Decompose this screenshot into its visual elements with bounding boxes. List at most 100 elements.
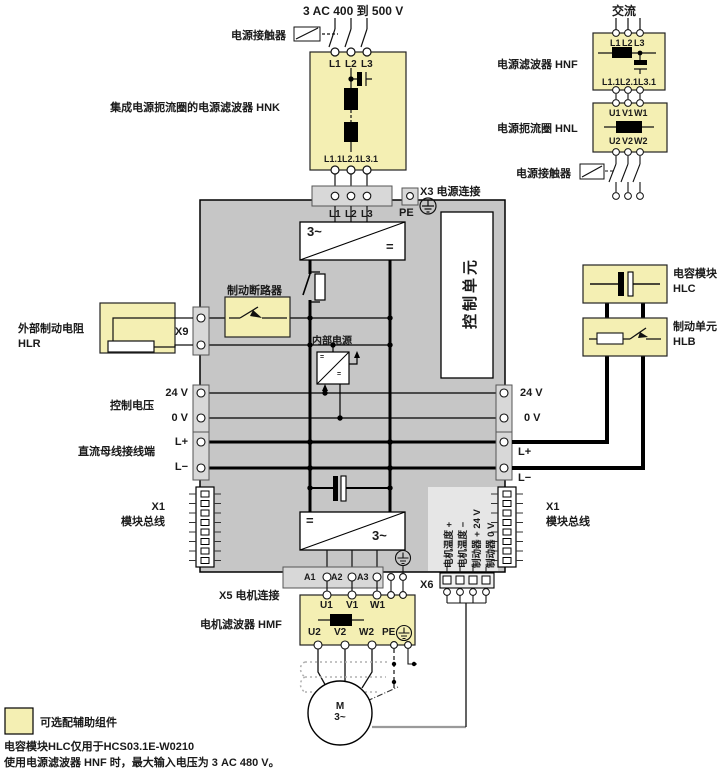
a-terminal: A1 xyxy=(304,572,316,582)
hmf-terminal: PE xyxy=(382,627,396,638)
terminal-24v-right: 24 V xyxy=(520,387,543,399)
hnf-label: 电源滤波器 HNF xyxy=(497,59,578,71)
psu-dc-mark: = xyxy=(320,354,325,361)
motor-cable xyxy=(299,649,417,702)
rectifier-box xyxy=(299,221,406,261)
hnf-filter-box xyxy=(592,29,666,94)
psu-dc-mark: = xyxy=(337,371,342,378)
hnl-terminal: U1 xyxy=(609,108,621,118)
control-unit-box xyxy=(440,211,494,379)
hnk-terminal: L3.1 xyxy=(360,154,379,164)
hnk-terminal: L3 xyxy=(361,59,373,70)
hnk-terminal: L2 xyxy=(345,59,357,70)
contactor-right-label: 电源接触器 xyxy=(516,168,571,180)
terminal-lplus-right: L+ xyxy=(518,446,532,458)
x6-signal-panel xyxy=(428,487,498,571)
inverter-box xyxy=(299,511,406,551)
x5-terminal-strip xyxy=(282,566,384,589)
hnk-terminal: L1.1 xyxy=(324,154,343,164)
x6-signal-label: 制动器 + 24 V xyxy=(472,509,483,568)
x9-label: X9 xyxy=(175,326,189,338)
contactor-contacts-right xyxy=(605,156,641,192)
internal-psu-label: 内部电源 xyxy=(312,336,352,347)
hnl-label: 电源扼流圈 HNL xyxy=(497,123,578,135)
hmf-terminal: W1 xyxy=(370,600,385,611)
footnote-2: 使用电源滤波器 HNF 时，最大输入电压为 3 AC 480 V。 xyxy=(4,757,280,769)
dc-link-rails xyxy=(209,440,496,470)
terminal-lminus-right: L− xyxy=(518,472,532,484)
dc-link-capacitor xyxy=(310,475,390,502)
earth-icon-inverter xyxy=(394,549,412,574)
terminal-lminus-left: L− xyxy=(174,461,188,473)
x3-terminal: L2 xyxy=(345,209,357,220)
legend-swatch xyxy=(4,707,34,735)
x6-connector xyxy=(439,567,495,604)
internal-brake-resistor xyxy=(314,273,326,301)
left-terminal-strips xyxy=(192,384,210,481)
hmf-terminal: V2 xyxy=(334,627,347,638)
hnl-terminal: V1 xyxy=(622,108,634,118)
a-terminal: A2 xyxy=(331,572,343,582)
hnk-terminal: L1 xyxy=(329,59,341,70)
supply-voltage-label: 3 AC 400 到 500 V xyxy=(303,4,404,18)
hnk-label: 集成电源扼流圈的电源滤波器 HNK xyxy=(110,102,280,114)
x6-label: X6 xyxy=(420,579,434,591)
x3-label: X3 电源连接 xyxy=(420,186,481,198)
inverter-ac-mark: 3~ xyxy=(372,528,387,543)
control-voltage-rails xyxy=(209,392,496,419)
hlc-capacitor-module-box xyxy=(582,264,668,304)
hnl-choke-box xyxy=(592,99,668,156)
terminal-24v-left: 24 V xyxy=(165,387,188,399)
x3-terminal: L3 xyxy=(361,209,373,220)
rectifier-dc-mark: = xyxy=(386,239,394,254)
supply-wires-left xyxy=(322,18,368,48)
motor-type-label: 3~ xyxy=(334,712,346,723)
inverter-dc-mark: = xyxy=(306,513,314,528)
hnf-terminal: L3.1 xyxy=(638,77,657,87)
hmf-terminal: U2 xyxy=(308,627,321,638)
earth-icon xyxy=(419,197,437,215)
rectifier-ac-mark: 3~ xyxy=(307,224,322,239)
hnf-terminal: L3 xyxy=(634,38,645,48)
hnl-terminal: W2 xyxy=(634,136,648,146)
brake-chopper-label: 制动断路器 xyxy=(227,285,282,297)
hnk-filter-box xyxy=(309,47,407,175)
hnf-terminal: L1.1 xyxy=(602,77,621,87)
x6-signal-label: 电机温度 − xyxy=(458,521,469,568)
brake-chopper-box xyxy=(224,296,291,338)
x5-label: X5 电机连接 xyxy=(219,590,280,602)
hlb-hlc-wires xyxy=(512,303,645,470)
legend-label: 可选配辅助组件 xyxy=(40,717,117,729)
hmf-terminal: W2 xyxy=(359,627,374,638)
x3-terminal: L1 xyxy=(329,209,341,220)
hmf-terminal: U1 xyxy=(320,600,333,611)
a-terminal: A3 xyxy=(357,572,369,582)
motor-circle xyxy=(307,680,373,746)
junction-dots xyxy=(307,315,393,491)
terminal-0v-right: 0 V xyxy=(524,412,541,424)
right-terminal-strips xyxy=(495,384,513,481)
hnl-terminal: U2 xyxy=(609,136,621,146)
hlr-resistor-box xyxy=(99,302,193,354)
hmf-motor-filter-box xyxy=(299,590,416,650)
hnf-terminal: L1 xyxy=(610,38,621,48)
control-unit-label: 控制单元 xyxy=(462,256,479,329)
dc-bus-label: 直流母线接线端 xyxy=(78,446,155,458)
control-voltage-label: 控制电压 xyxy=(110,400,154,412)
terminal-lplus-left: L+ xyxy=(174,436,188,448)
terminal-0v-left: 0 V xyxy=(171,412,188,424)
contactor-left-label: 电源接触器 xyxy=(231,30,286,42)
motor-label: M xyxy=(335,701,345,712)
internal-psu-box xyxy=(316,345,360,418)
hnl-terminal: W1 xyxy=(634,108,648,118)
x6-signal-label: 电机温度 + xyxy=(444,521,455,568)
ac-label: 交流 xyxy=(612,4,637,18)
x6-signal-label: 制动器 0 V xyxy=(486,522,497,568)
x1-connector-left xyxy=(189,486,221,568)
